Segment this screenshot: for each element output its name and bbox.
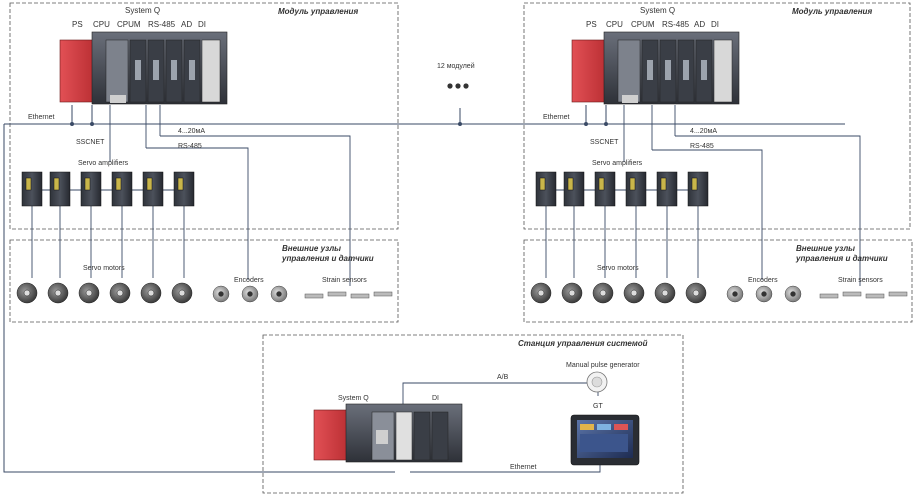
module-2-rs485-label: RS-485 [690, 143, 714, 150]
module-2-slot-rs485: RS-485 [662, 20, 690, 29]
module-1-external-frame [9, 239, 399, 323]
gt-panel [570, 414, 640, 466]
servo-amplifiers-2 [535, 171, 709, 207]
servo-motors-2 [530, 282, 707, 304]
station-gt-label: GT [593, 403, 603, 410]
strain-sensors-1 [304, 291, 393, 299]
station-title: Станция управления системой [518, 339, 648, 348]
middle-labels: 12 модулей [437, 62, 475, 70]
station-ab-label: A/B [497, 374, 509, 381]
module-1-external-title-2: управления и датчики [281, 254, 374, 263]
encoders-2 [726, 285, 802, 303]
module-1-slot-ps: PS [72, 20, 83, 29]
module-2-labels: Модуль управления System Q PS CPU CPUM R… [543, 6, 888, 284]
module-2-strain-sensors-label: Strain sensors [838, 277, 883, 284]
module-1-strain-sensors-label: Strain sensors [322, 277, 367, 284]
module-1-ethernet-label: Ethernet [28, 114, 55, 121]
module-2-external-title-2: управления и датчики [795, 254, 888, 263]
manual-pulse-generator-icon [586, 371, 608, 393]
station-plc-rack [313, 403, 463, 463]
module-1-slot-di: DI [198, 20, 206, 29]
module-frames [9, 2, 913, 494]
module-2-system-label: System Q [640, 6, 675, 15]
module-2-current-label: 4...20мА [690, 128, 717, 135]
module-2-slot-ad: AD [694, 20, 705, 29]
module-1-slot-cpu: CPU [93, 20, 110, 29]
ethernet-bus [3, 105, 845, 473]
module-2-servo-motors-label: Servo motors [597, 265, 639, 272]
module-2-sscnet-label: SSCNET [590, 139, 619, 146]
module-1-rs485-label: RS-485 [178, 143, 202, 150]
module-1-current-label: 4...20мА [178, 128, 205, 135]
station-labels: Станция управления системой System Q DI … [338, 339, 648, 471]
plc-rack-1 [59, 31, 228, 105]
more-modules-dots-icon [447, 83, 469, 89]
module-1-slot-ad: AD [181, 20, 192, 29]
module-2-encoders-label: Encoders [748, 277, 778, 284]
module-1-encoders-label: Encoders [234, 277, 264, 284]
station-system-label: System Q [338, 395, 369, 402]
module-1-servo-amplifiers-label: Servo amplifiers [78, 160, 129, 167]
module-1-frame [9, 2, 399, 230]
module-2-title: Модуль управления [792, 7, 872, 16]
module-2-slot-cpum: CPUM [631, 20, 655, 29]
module-1-wiring [31, 105, 351, 286]
station-pulse-label: Manual pulse generator [566, 362, 640, 369]
plc-rack-2 [571, 31, 740, 105]
station-frame [262, 334, 684, 494]
module-2-external-title-1: Внешние узлы [796, 244, 855, 253]
module-2-ethernet-label: Ethernet [543, 114, 570, 121]
servo-amplifiers-1 [21, 171, 195, 207]
module-1-servo-motors-label: Servo motors [83, 265, 125, 272]
encoders-1 [212, 285, 288, 303]
module-1-external-title-1: Внешние узлы [282, 244, 341, 253]
module-1-sscnet-label: SSCNET [76, 139, 105, 146]
module-2-frame [523, 2, 911, 230]
module-1-title: Модуль управления [278, 7, 358, 16]
module-1-system-label: System Q [125, 6, 160, 15]
module-1-slot-cpum: CPUM [117, 20, 141, 29]
module-2-slot-ps: PS [586, 20, 597, 29]
module-1-slot-rs485: RS-485 [148, 20, 176, 29]
module-2-slot-cpu: CPU [606, 20, 623, 29]
strain-sensors-2 [819, 291, 908, 299]
station-di-label: DI [432, 395, 439, 402]
modules-count-label: 12 модулей [437, 62, 475, 70]
module-1-labels: Модуль управления System Q PS CPU CPUM R… [28, 6, 374, 284]
module-2-external-frame [523, 239, 913, 323]
module-2-slot-di: DI [711, 20, 719, 29]
station-ethernet-label: Ethernet [510, 464, 537, 471]
module-2-servo-amplifiers-label: Servo amplifiers [592, 160, 643, 167]
servo-motors-1 [16, 282, 193, 304]
